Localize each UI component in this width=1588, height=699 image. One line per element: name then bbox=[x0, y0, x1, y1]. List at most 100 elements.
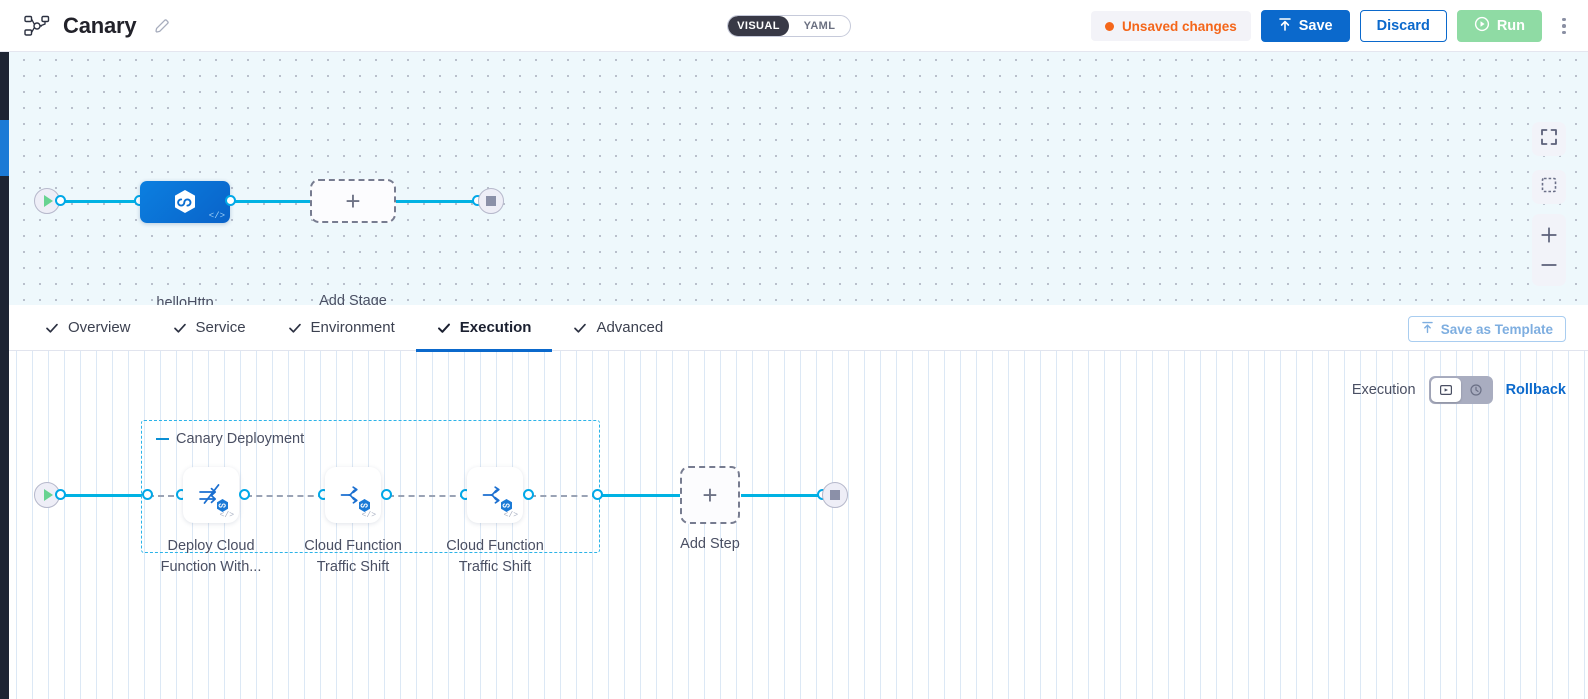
unsaved-label: Unsaved changes bbox=[1121, 18, 1237, 34]
step-group-canary-deployment[interactable]: Canary Deployment bbox=[141, 420, 600, 553]
traffic-split-arrows-icon bbox=[482, 486, 500, 504]
execution-mode-label: Execution bbox=[1351, 382, 1416, 398]
canvas-fullscreen-button[interactable] bbox=[1532, 122, 1566, 156]
tab-visual-mode[interactable]: VISUAL bbox=[728, 16, 789, 36]
port-group-in[interactable] bbox=[142, 489, 153, 500]
template-upload-icon bbox=[1421, 321, 1434, 337]
port-group-out[interactable] bbox=[592, 489, 603, 500]
check-icon bbox=[173, 323, 186, 333]
check-icon bbox=[46, 323, 58, 333]
add-step-label: Add Step bbox=[680, 536, 740, 552]
tab-advanced[interactable]: Advanced bbox=[552, 305, 684, 351]
minus-icon bbox=[1541, 264, 1557, 266]
tab-overview[interactable]: Overview bbox=[24, 305, 152, 351]
save-upload-icon bbox=[1278, 17, 1292, 36]
port-start-out[interactable] bbox=[55, 195, 66, 206]
wire-group-in-dash bbox=[148, 495, 184, 497]
stop-square-icon bbox=[830, 490, 840, 500]
tab-environment[interactable]: Environment bbox=[267, 305, 416, 351]
step-code-mark: </> bbox=[503, 511, 518, 520]
execution-rollback-toggle[interactable] bbox=[1428, 376, 1493, 404]
plus-icon bbox=[1541, 227, 1557, 243]
pencil-edit-icon[interactable] bbox=[149, 17, 171, 35]
port-exec-start-out[interactable] bbox=[55, 489, 66, 500]
wire-exec-start-to-group bbox=[56, 494, 142, 497]
stop-square-icon bbox=[486, 196, 496, 206]
save-button[interactable]: Save bbox=[1260, 10, 1350, 42]
wire-group-to-addstep bbox=[600, 494, 680, 497]
stage-node-hellohttp[interactable]: </> bbox=[140, 181, 230, 223]
step-node-traffic-shift-2[interactable]: </> bbox=[467, 467, 523, 523]
wire-addstep-to-end bbox=[741, 494, 829, 497]
zoom-in-button[interactable] bbox=[1532, 220, 1566, 250]
save-label: Save bbox=[1298, 18, 1333, 34]
exec-canvas-left-edge-strip bbox=[0, 351, 9, 699]
tab-service-label: Service bbox=[195, 319, 246, 336]
view-mode-toggle[interactable]: VISUAL YAML bbox=[727, 15, 851, 37]
wire-step1-to-step2-dash bbox=[246, 495, 324, 497]
wire-step2-to-step3-dash bbox=[388, 495, 466, 497]
discard-label: Discard bbox=[1376, 18, 1430, 34]
execution-graph-canvas[interactable]: Execution Rollback bbox=[0, 351, 1588, 699]
collapse-dash-icon[interactable] bbox=[156, 437, 169, 441]
header-actions: Unsaved changes Save Discard bbox=[1090, 0, 1574, 52]
check-icon bbox=[437, 323, 450, 333]
rollback-link[interactable]: Rollback bbox=[1505, 382, 1566, 398]
tab-advanced-label: Advanced bbox=[596, 319, 664, 336]
plus-icon: + bbox=[345, 186, 361, 216]
port-step3-out[interactable] bbox=[523, 489, 534, 500]
header-left-group: Canary bbox=[0, 13, 171, 39]
tabbar-left-edge-strip bbox=[0, 305, 9, 351]
execution-mode-row: Execution Rollback bbox=[1352, 376, 1566, 404]
run-button[interactable]: Run bbox=[1456, 10, 1542, 42]
app-header: Canary VISUAL YAML Unsaved changes bbox=[0, 0, 1588, 52]
group-header[interactable]: Canary Deployment bbox=[156, 431, 304, 447]
port-step1-out[interactable] bbox=[239, 489, 250, 500]
step-label-traffic-shift-2: Cloud Function Traffic Shift bbox=[446, 538, 544, 575]
step-node-deploy-cloud-function[interactable]: </> bbox=[183, 467, 239, 523]
canvas-fit-button[interactable] bbox=[1532, 170, 1566, 204]
add-stage-button[interactable]: + bbox=[310, 179, 396, 223]
canvas-left-edge-strip bbox=[0, 52, 9, 305]
config-tabbar: Overview Service Environment Execution A… bbox=[0, 305, 1588, 352]
harness-step-badge bbox=[357, 498, 372, 513]
tab-execution[interactable]: Execution bbox=[415, 305, 553, 352]
group-title: Canary Deployment bbox=[176, 431, 305, 447]
kebab-menu-icon[interactable] bbox=[1554, 10, 1574, 42]
discard-button[interactable]: Discard bbox=[1359, 10, 1447, 42]
rollback-view-button[interactable] bbox=[1461, 378, 1491, 402]
deploy-swap-arrows-icon bbox=[199, 484, 220, 504]
wire-add-to-end bbox=[398, 200, 484, 203]
stage-code-mark: </> bbox=[208, 211, 225, 221]
add-step-button[interactable]: + bbox=[680, 466, 740, 524]
check-icon bbox=[574, 323, 587, 333]
step-node-traffic-shift-1[interactable]: </> bbox=[325, 467, 381, 523]
wire-step3-to-group-out-dash bbox=[530, 495, 598, 497]
stage-graph-canvas[interactable]: </> helloHttp + Add Stage bbox=[0, 52, 1588, 305]
step-code-mark: </> bbox=[219, 511, 234, 520]
step-label-deploy-cloud-function: Deploy Cloud Function With... bbox=[160, 538, 262, 575]
tab-list: Overview Service Environment Execution A… bbox=[0, 305, 684, 352]
check-icon bbox=[288, 323, 301, 333]
canvas-zoom-controls[interactable] bbox=[1532, 214, 1566, 286]
execution-view-button[interactable] bbox=[1430, 378, 1461, 402]
tab-service[interactable]: Service bbox=[152, 305, 267, 351]
tab-yaml-mode[interactable]: YAML bbox=[803, 20, 836, 32]
port-stage-out[interactable] bbox=[225, 195, 236, 206]
add-stage-label: Add Stage bbox=[319, 293, 387, 305]
pipeline-nodes-icon bbox=[24, 15, 50, 37]
expand-corners-icon bbox=[1540, 128, 1558, 151]
execution-end-node[interactable] bbox=[822, 482, 848, 508]
wire-start-to-stage bbox=[56, 200, 140, 203]
zoom-out-button[interactable] bbox=[1532, 250, 1566, 280]
port-step2-out[interactable] bbox=[381, 489, 392, 500]
play-icon bbox=[44, 489, 53, 501]
save-as-template-button[interactable]: Save as Template bbox=[1407, 316, 1566, 342]
play-circle-icon bbox=[1474, 16, 1490, 36]
pipeline-end-node[interactable] bbox=[478, 188, 504, 214]
tab-execution-label: Execution bbox=[459, 319, 532, 336]
traffic-split-arrows-icon bbox=[340, 486, 358, 504]
execution-flow-icon bbox=[1439, 384, 1452, 396]
tab-environment-label: Environment bbox=[310, 319, 395, 336]
